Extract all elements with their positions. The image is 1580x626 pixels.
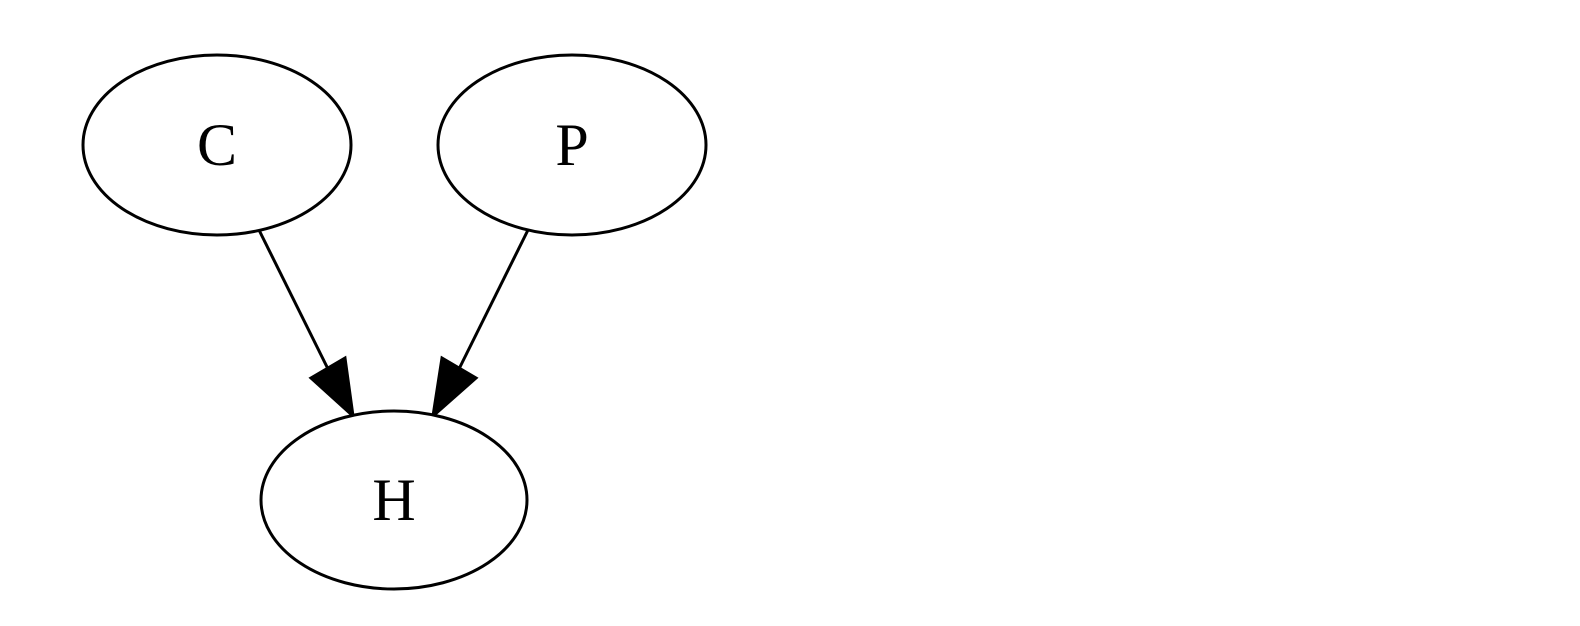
- node-h: H: [259, 409, 529, 591]
- node-c-ellipse: [81, 53, 353, 237]
- edge-c-to-h: [257, 229, 356, 420]
- node-h-ellipse: [259, 409, 529, 591]
- edge-p-to-h: [430, 229, 530, 420]
- node-p-ellipse: [436, 53, 708, 237]
- node-p-label: P: [555, 112, 588, 178]
- edge-p-to-h-line: [454, 229, 530, 376]
- node-h-label: H: [372, 467, 415, 533]
- edge-c-to-h-arrowhead: [308, 355, 356, 420]
- node-c-label: C: [197, 112, 237, 178]
- node-p: P: [436, 53, 708, 237]
- edge-c-to-h-line: [257, 229, 333, 376]
- node-c: C: [81, 53, 353, 237]
- edge-p-to-h-arrowhead: [430, 355, 479, 420]
